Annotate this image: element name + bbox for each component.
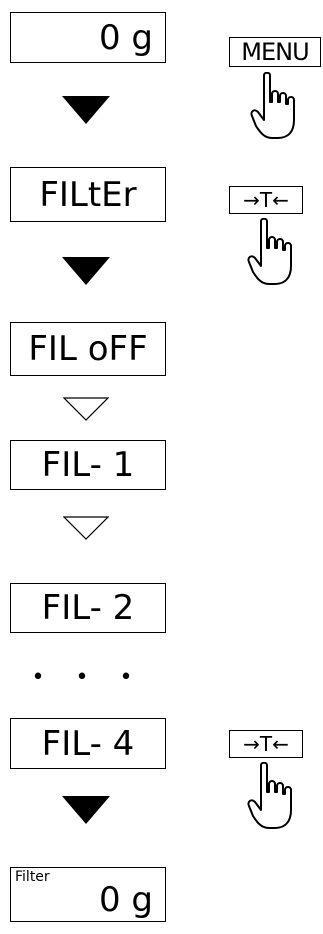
option-arrow-icon <box>63 397 109 421</box>
display-text: 0 g <box>98 17 153 58</box>
step-arrow-icon <box>62 257 110 285</box>
display-text: FIL- 1 <box>41 445 135 485</box>
pointing-hand-icon <box>247 762 292 829</box>
menu-key[interactable]: MENU <box>229 37 321 67</box>
display-filter-4: FIL- 4 <box>10 718 166 769</box>
display-text: FIL- 4 <box>41 723 135 764</box>
display-filter-weight: Filter 0 g <box>10 867 166 922</box>
display-filter-2: FIL- 2 <box>10 583 166 633</box>
pointing-hand-icon <box>250 72 295 139</box>
step-arrow-icon <box>62 96 110 124</box>
display-filter-menu: FILtEr <box>10 167 166 222</box>
display-text: 0 g <box>98 879 153 920</box>
ellipsis: • • • <box>31 665 145 690</box>
pointing-hand-icon <box>247 218 292 285</box>
display-text: FIL- 2 <box>41 588 135 628</box>
tare-key[interactable]: →T← <box>229 730 303 758</box>
tare-key[interactable]: →T← <box>229 186 303 214</box>
display-small-label: Filter <box>15 869 50 885</box>
display-filter-1: FIL- 1 <box>10 440 166 490</box>
display-text: FIL oFF <box>28 329 148 369</box>
display-filter-off: FIL oFF <box>10 322 166 376</box>
step-arrow-icon <box>62 796 110 824</box>
display-weight: 0 g <box>10 12 166 63</box>
display-text: FILtEr <box>39 174 137 215</box>
option-arrow-icon <box>63 516 109 540</box>
